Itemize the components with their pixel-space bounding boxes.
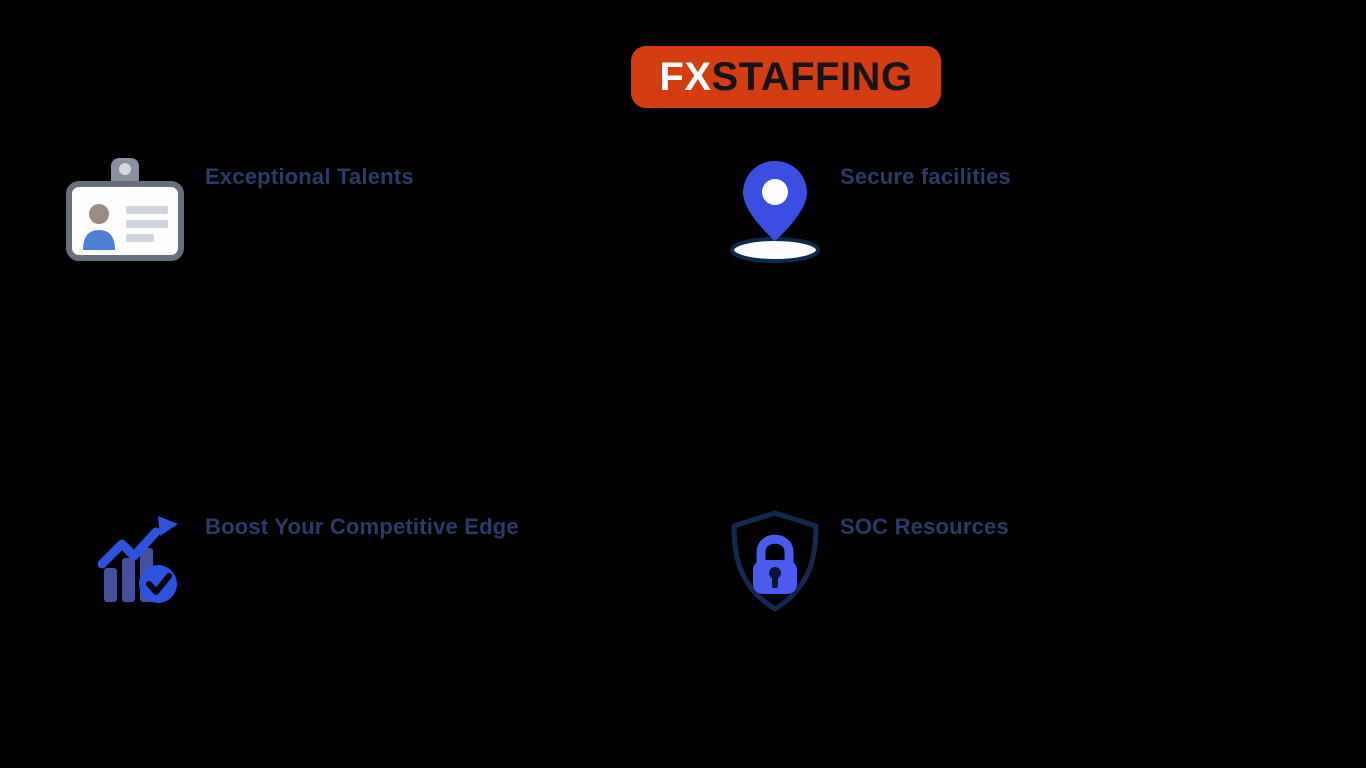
shield-lock-icon <box>726 510 824 612</box>
location-pin-icon <box>728 155 822 263</box>
growth-chart-icon <box>98 512 186 608</box>
feature-title-soc-resources: SOC Resources <box>840 514 1009 539</box>
logo-suffix: STAFFING <box>711 54 913 99</box>
feature-title-exceptional-talents: Exceptional Talents <box>205 164 414 189</box>
logo-prefix: FX <box>659 54 712 99</box>
feature-title-secure-facilities: Secure facilities <box>840 164 1011 189</box>
feature-title-competitive-edge: Boost Your Competitive Edge <box>205 514 519 539</box>
id-badge-icon <box>66 158 184 262</box>
